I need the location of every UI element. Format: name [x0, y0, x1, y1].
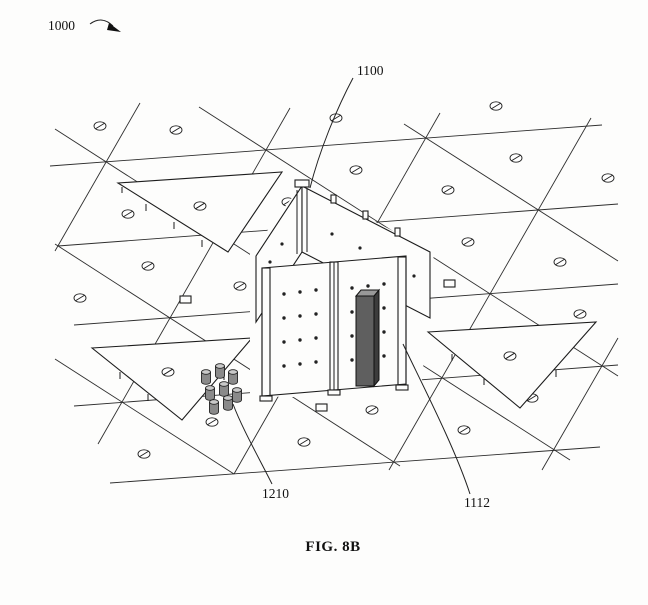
column-foot: [259, 395, 273, 402]
bracket: [443, 279, 456, 288]
grid-line: [109, 446, 601, 484]
screw-icon: [573, 309, 587, 319]
grid-line: [541, 337, 619, 471]
screw-icon: [121, 209, 135, 219]
cylinder-cluster: [201, 363, 242, 415]
edge-tab: [330, 194, 337, 204]
cylinder: [215, 363, 225, 379]
cylinder: [205, 385, 215, 401]
edge-tab: [362, 210, 369, 220]
cylinder: [228, 369, 238, 385]
screw-icon: [509, 153, 523, 163]
cylinder: [209, 399, 219, 415]
screw-icon: [349, 165, 363, 175]
leader-1100: [309, 77, 354, 189]
grid-line: [49, 124, 603, 167]
edge-tab: [394, 227, 401, 237]
ref-label-1210: 1210: [262, 486, 289, 501]
leader-lines: [89, 19, 471, 495]
leader-1000-arrowhead: [107, 23, 121, 32]
screw-icon: [205, 417, 219, 427]
screw-icon: [457, 425, 471, 435]
lifted-panel-top-left: [116, 171, 284, 253]
ref-label-1100: 1100: [357, 63, 384, 78]
screw-icon: [503, 351, 517, 361]
screw-icon: [93, 121, 107, 131]
screw-icon: [73, 293, 87, 303]
screw-icon: [489, 101, 503, 111]
screw-icon: [601, 173, 615, 183]
lifted-panel-right: [426, 321, 598, 409]
screw-icon: [233, 281, 247, 291]
figure-caption: FIG. 8B: [305, 539, 360, 555]
screw-icon: [137, 449, 151, 459]
grid-line: [97, 107, 291, 445]
screw-icon: [297, 437, 311, 447]
grid-line: [388, 117, 592, 471]
fastener-screws: [73, 101, 615, 459]
floor-brackets: [179, 279, 456, 412]
bracket: [179, 295, 192, 304]
leader-1112: [402, 343, 471, 495]
leader-1210: [232, 403, 273, 485]
lifted-panel-left: [90, 337, 254, 421]
ref-label-1000: 1000: [48, 18, 75, 33]
grid-line: [54, 358, 235, 475]
screw-icon: [365, 405, 379, 415]
column-foot: [327, 389, 341, 396]
screw-icon: [161, 367, 175, 377]
screw-icon: [141, 261, 155, 271]
screw-icon: [169, 125, 183, 135]
apex-column-cap: [294, 179, 310, 188]
ref-label-1112: 1112: [464, 495, 490, 510]
cylinder: [223, 395, 233, 411]
screw-icon: [441, 185, 455, 195]
vertical-post: [354, 288, 381, 388]
wall-hole-pattern: [282, 282, 386, 368]
screw-icon: [193, 201, 207, 211]
grid-line: [54, 102, 141, 252]
cylinder: [232, 387, 242, 403]
bracket: [315, 403, 328, 412]
screw-icon: [553, 257, 567, 267]
screw-icon: [461, 237, 475, 247]
cylinder: [219, 381, 229, 397]
cylinder: [201, 369, 211, 385]
screw-icon: [329, 113, 343, 123]
leader-1000: [89, 19, 114, 27]
column-foot: [395, 384, 409, 391]
grid-line: [403, 123, 619, 262]
center-structure: [250, 179, 434, 402]
